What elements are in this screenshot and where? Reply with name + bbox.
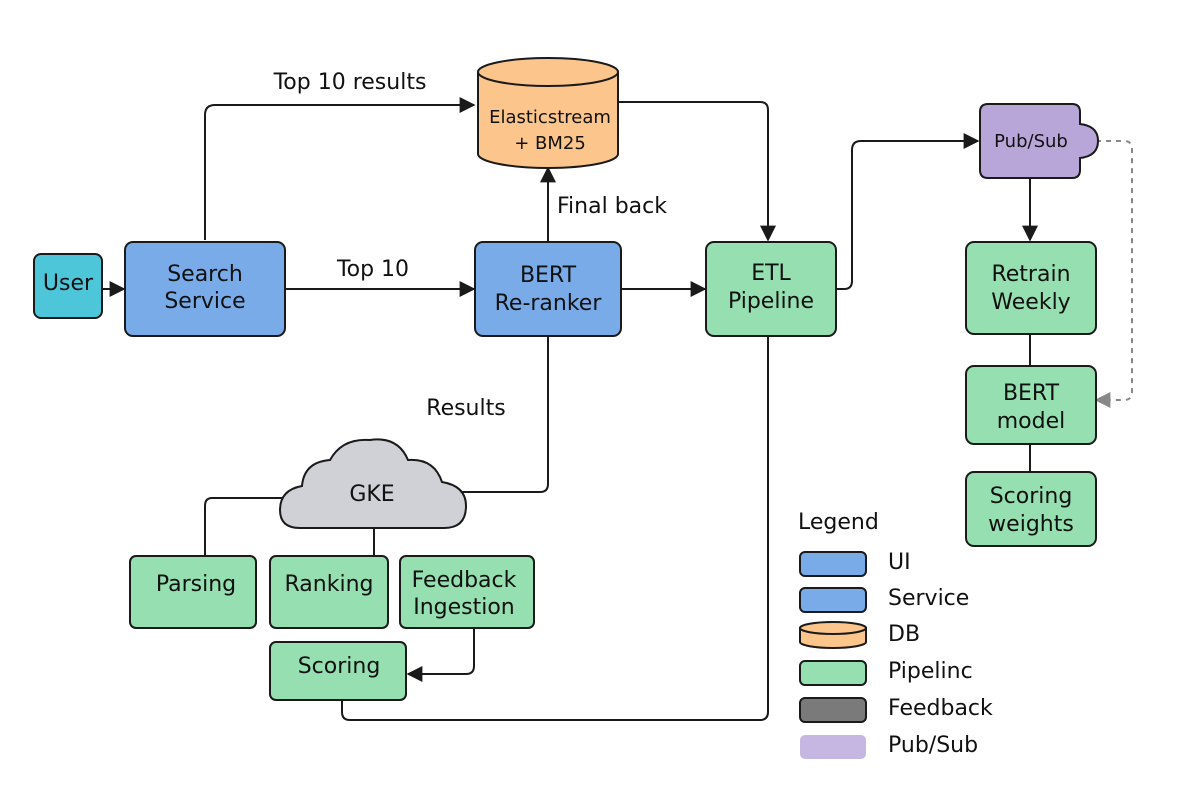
legend-item-feedback: Feedback (799, 696, 993, 723)
legend-item-service: Service (799, 586, 969, 613)
legend-label-pubsub: Pub/Sub (888, 733, 978, 758)
node-scoring-weights[interactable]: Scoring weights (965, 471, 1097, 547)
legend-swatch-pipeline (799, 660, 867, 686)
legend-title: Legend (798, 510, 879, 535)
node-bert-reranker-label-2: Re-ranker (495, 291, 603, 316)
node-scoring-weights-label-1: Scoring (990, 484, 1073, 509)
edge-scoring-etl (341, 337, 769, 721)
node-bert-reranker[interactable]: BERT Re-ranker (474, 241, 622, 337)
legend-swatch-feedback (799, 697, 867, 723)
node-ranking[interactable]: Ranking (269, 555, 389, 629)
legend-swatch-ui (799, 551, 867, 577)
node-bert-reranker-label-1: BERT (520, 263, 577, 288)
node-scoring-label: Scoring (298, 654, 381, 679)
node-gke-label: GKE (349, 482, 394, 507)
edges (102, 97, 1133, 721)
node-user[interactable]: User (33, 253, 103, 319)
edge-label-results: Results (426, 396, 505, 421)
node-elasticstream-db[interactable]: Elasticstream + BM25 (477, 57, 619, 169)
node-bert-model-label-2: model (997, 409, 1066, 434)
node-search-service-label-1: Search (167, 262, 243, 287)
node-ranking-label: Ranking (285, 572, 374, 597)
node-search-service-label-2: Service (164, 289, 245, 314)
node-bert-model[interactable]: BERT model (965, 365, 1097, 445)
legend-item-db: DB (799, 621, 920, 649)
legend-item-pipeline: Pipelinc (799, 659, 973, 686)
node-gke-cloud[interactable]: GKE (278, 438, 468, 529)
legend-label-db: DB (888, 622, 920, 647)
edge-label-final-back: Final back (557, 194, 667, 219)
node-pubsub-label: Pub/Sub (994, 131, 1068, 152)
node-scoring-weights-label-2: weights (988, 512, 1074, 537)
node-search-service[interactable]: Search Service (124, 241, 286, 337)
node-feedback-label-2: Ingestion (413, 595, 515, 620)
node-feedback-label-1: Feedback (412, 568, 517, 593)
legend-label-feedback: Feedback (888, 696, 993, 721)
edge-search-elastic (204, 97, 476, 240)
edge-label-top10-results: Top 10 results (273, 70, 427, 95)
legend-item-ui: UI (799, 550, 911, 577)
node-etl-pipeline[interactable]: ETL Pipeline (705, 241, 837, 337)
node-user-label: User (43, 271, 94, 296)
node-etl-label-1: ETL (751, 261, 791, 286)
edge-label-top10: Top 10 (336, 257, 409, 282)
legend-item-pubsub: Pub/Sub (800, 733, 978, 759)
node-parsing[interactable]: Parsing (129, 555, 257, 629)
node-etl-label-2: Pipeline (728, 289, 814, 314)
legend-swatch-pubsub (800, 735, 866, 759)
legend-label-ui: UI (888, 550, 911, 575)
node-retrain-label-1: Retrain (991, 262, 1070, 287)
legend-swatch-service (799, 587, 867, 613)
legend: Legend UI Service DB Pipelinc Feedback P… (798, 510, 993, 759)
node-scoring[interactable]: Scoring (269, 641, 407, 701)
node-elastic-label-1: Elasticstream (489, 107, 611, 128)
legend-label-pipeline: Pipelinc (888, 659, 973, 684)
node-parsing-label: Parsing (156, 572, 236, 597)
edge-gke-parsing (204, 497, 290, 556)
node-retrain-weekly[interactable]: Retrain Weekly (965, 241, 1097, 335)
edge-etl-pubsub (836, 133, 980, 290)
edge-bert-gke (462, 337, 549, 493)
node-feedback-ingestion[interactable]: Feedback Ingestion (399, 555, 535, 629)
edge-feedback-scoring (406, 628, 475, 682)
node-pubsub[interactable]: Pub/Sub (979, 103, 1100, 179)
legend-label-service: Service (888, 586, 969, 611)
edge-elastic-etl (618, 101, 776, 242)
node-elastic-label-2: + BM25 (514, 133, 586, 154)
edge-pubsub-model-dashed (1094, 140, 1133, 408)
node-retrain-label-2: Weekly (991, 290, 1070, 315)
node-bert-model-label-1: BERT (1003, 381, 1060, 406)
